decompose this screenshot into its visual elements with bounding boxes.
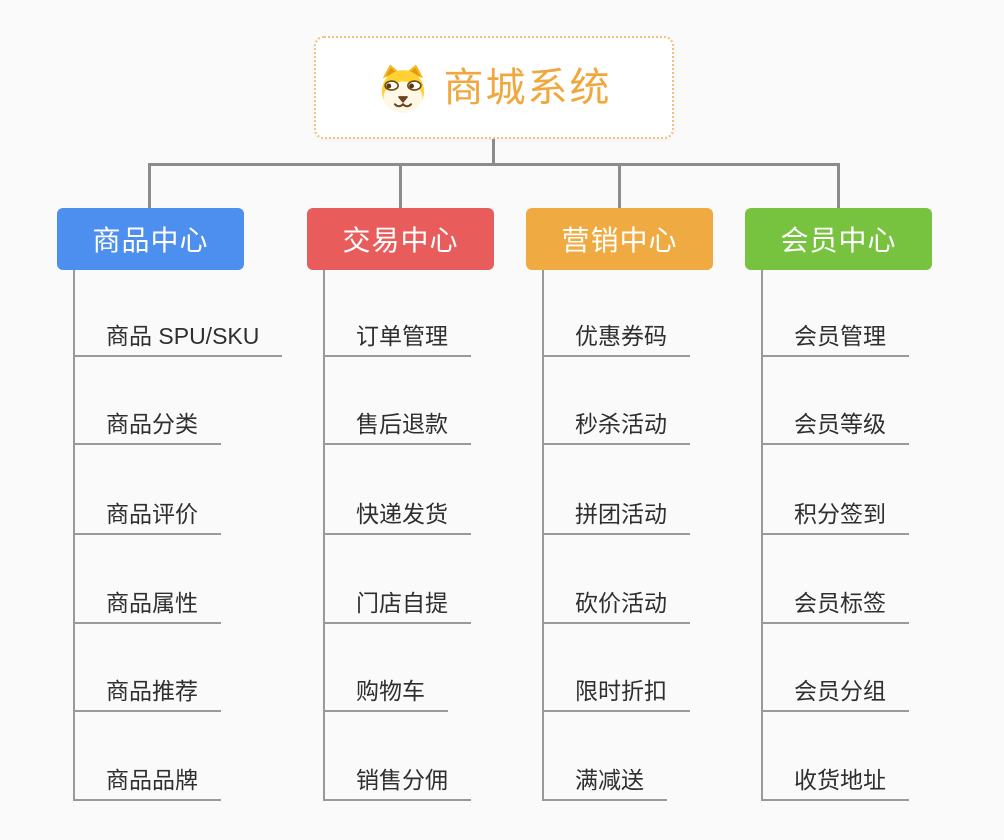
leaf-item[interactable]: 商品属性 — [73, 590, 221, 624]
leaf-item[interactable]: 商品 SPU/SKU — [73, 323, 283, 357]
leaf-item[interactable]: 售后退款 — [323, 411, 471, 445]
connector-stub-trade — [399, 163, 402, 209]
connector-stub-product — [148, 163, 151, 209]
branch-member-center: 会员中心 会员管理 会员等级 积分签到 会员标签 会员分组 收货地址 — [745, 208, 1004, 808]
leaf-item[interactable]: 快递发货 — [323, 501, 471, 535]
leaf-item[interactable]: 购物车 — [323, 678, 448, 712]
branch-connector-line — [323, 270, 325, 801]
shiba-dog-icon — [377, 62, 429, 114]
branch-connector-line — [542, 270, 544, 801]
leaf-item[interactable]: 商品分类 — [73, 411, 221, 445]
branch-product-center: 商品中心 商品 SPU/SKU 商品分类 商品评价 商品属性 商品推荐 商品品牌 — [57, 208, 317, 808]
leaf-item[interactable]: 会员标签 — [761, 590, 909, 624]
root-title: 商城系统 — [443, 65, 612, 110]
leaf-item[interactable]: 会员管理 — [761, 323, 909, 357]
leaf-item[interactable]: 会员等级 — [761, 411, 909, 445]
leaf-item[interactable]: 门店自提 — [323, 590, 471, 624]
leaf-item[interactable]: 收货地址 — [761, 767, 909, 801]
leaf-item[interactable]: 限时折扣 — [542, 678, 690, 712]
leaf-item[interactable]: 销售分佣 — [323, 767, 471, 801]
branch-node-trade-center[interactable]: 交易中心 — [307, 208, 494, 270]
branch-connector-line — [73, 270, 75, 801]
root-node[interactable]: 商城系统 — [314, 36, 674, 139]
connector-bus — [148, 163, 840, 166]
leaf-item[interactable]: 会员分组 — [761, 678, 909, 712]
branch-node-member-center[interactable]: 会员中心 — [745, 208, 932, 270]
leaf-item[interactable]: 优惠券码 — [542, 323, 690, 357]
leaf-item[interactable]: 商品推荐 — [73, 678, 221, 712]
leaf-item[interactable]: 砍价活动 — [542, 590, 690, 624]
leaf-item[interactable]: 秒杀活动 — [542, 411, 690, 445]
connector-root-stub — [492, 139, 495, 166]
leaf-item[interactable]: 积分签到 — [761, 501, 909, 535]
branch-node-product-center[interactable]: 商品中心 — [57, 208, 244, 270]
leaf-item[interactable]: 商品品牌 — [73, 767, 221, 801]
connector-stub-member — [837, 163, 840, 209]
leaf-item[interactable]: 商品评价 — [73, 501, 221, 535]
connector-stub-marketing — [618, 163, 621, 209]
branch-marketing-center: 营销中心 优惠券码 秒杀活动 拼团活动 砍价活动 限时折扣 满减送 — [526, 208, 786, 808]
leaf-item[interactable]: 满减送 — [542, 767, 667, 801]
branch-node-marketing-center[interactable]: 营销中心 — [526, 208, 713, 270]
leaf-item[interactable]: 拼团活动 — [542, 501, 690, 535]
branch-trade-center: 交易中心 订单管理 售后退款 快递发货 门店自提 购物车 销售分佣 — [307, 208, 567, 808]
branch-connector-line — [761, 270, 763, 801]
leaf-item[interactable]: 订单管理 — [323, 323, 471, 357]
